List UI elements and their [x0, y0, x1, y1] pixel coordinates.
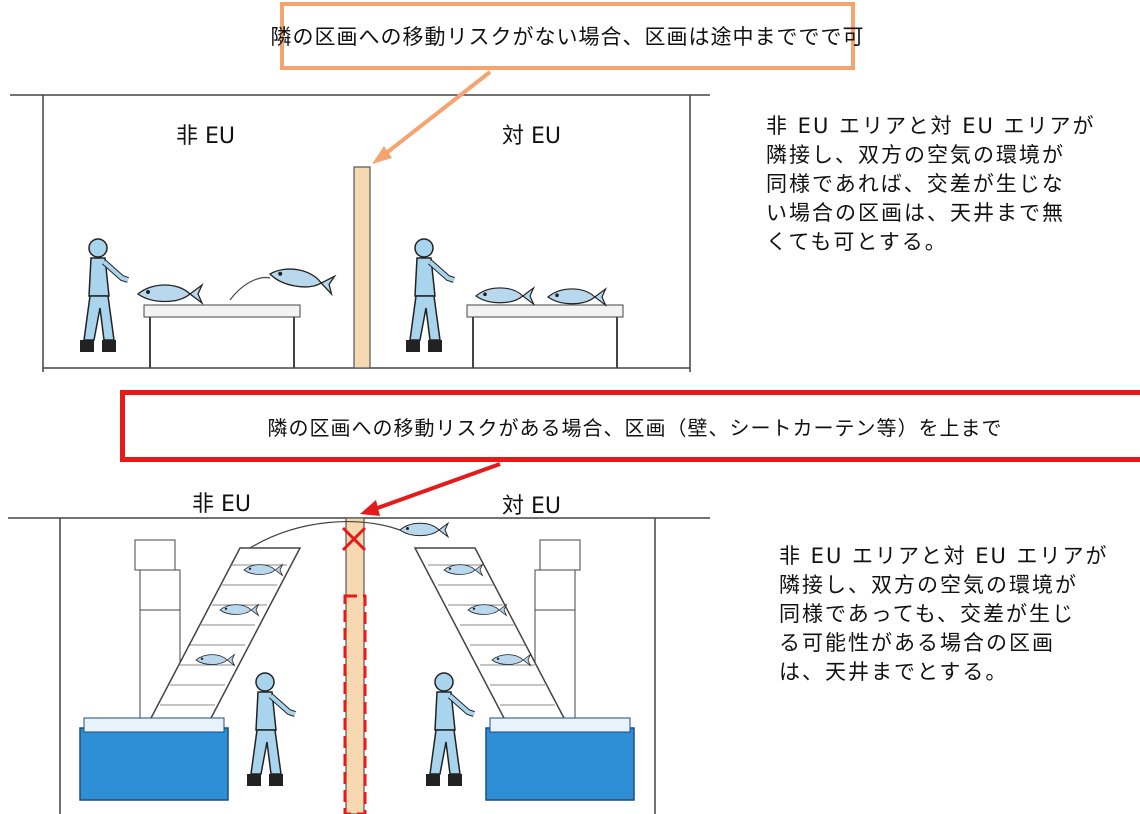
- fish-arc: [249, 521, 401, 549]
- description-line: 非 EU エリアと対 EU エリアが: [766, 114, 1096, 138]
- left-table: [143, 304, 301, 368]
- worker-icon: [247, 673, 295, 786]
- left-bin-fish-pile: [83, 717, 225, 733]
- worker-icon: [80, 239, 128, 352]
- description-line: 同様であれば、交差が生じな: [766, 172, 1065, 196]
- description-line: 隣接し、双方の空気の環境が: [779, 573, 1078, 597]
- partition-extension-dashed: [343, 594, 367, 814]
- callout-top-arrowhead: [372, 146, 392, 164]
- callout-bottom-arrowhead: [360, 500, 380, 516]
- zone-label-non-eu: 非 EU: [192, 492, 251, 517]
- full-partition: [345, 517, 365, 814]
- callout-top-arrow: [378, 70, 492, 160]
- description-line: 隣接し、双方の空気の環境が: [766, 143, 1065, 167]
- callout-no-risk-text: 隣の区画への移動リスクがない場合、区画は途中まででで可: [270, 25, 865, 49]
- left-bin: [79, 727, 229, 801]
- description-no-risk: 非 EU エリアと対 EU エリアが 隣接し、双方の空気の環境が 同様であれば、…: [766, 112, 1136, 257]
- description-risk: 非 EU エリアと対 EU エリアが 隣接し、双方の空気の環境が 同様であっても…: [779, 542, 1139, 687]
- fish-icon: [475, 287, 535, 305]
- description-line: 同様であっても、交差が生じ: [779, 602, 1076, 626]
- callout-risk-text: 隣の区画への移動リスクがある場合、区画（壁、シートカーテン等）を上まで: [267, 415, 1003, 440]
- jumping-fish-icon: [267, 264, 336, 295]
- worker-icon: [426, 673, 474, 786]
- jumping-fish-icon: [399, 522, 449, 538]
- cross-mark: [341, 526, 367, 552]
- callout-risk: 隣の区画への移動リスクがある場合、区画（壁、シートカーテン等）を上まで: [120, 390, 1140, 462]
- fish-icon: [137, 284, 203, 304]
- half-partition: [353, 166, 371, 369]
- zone-label-non-eu: 非 EU: [176, 124, 235, 149]
- fish-arc: [229, 276, 271, 301]
- right-table: [466, 304, 624, 368]
- worker-icon: [406, 239, 454, 352]
- callout-no-risk: 隣の区画への移動リスクがない場合、区画は途中まででで可: [271, 2, 864, 70]
- description-line: は、天井までとする。: [779, 660, 1009, 684]
- zone-label-eu: 対 EU: [502, 124, 561, 149]
- description-line: る可能性がある場合の区画: [779, 631, 1055, 655]
- fish-icon: [547, 288, 607, 306]
- description-line: い場合の区画は、天井まで無: [766, 201, 1065, 225]
- description-line: くても可とする。: [766, 230, 948, 254]
- zone-label-eu: 対 EU: [502, 494, 561, 519]
- callout-bottom-arrow: [371, 462, 501, 512]
- right-bin-fish-pile: [489, 717, 631, 733]
- right-bin: [485, 727, 635, 801]
- description-line: 非 EU エリアと対 EU エリアが: [779, 544, 1109, 568]
